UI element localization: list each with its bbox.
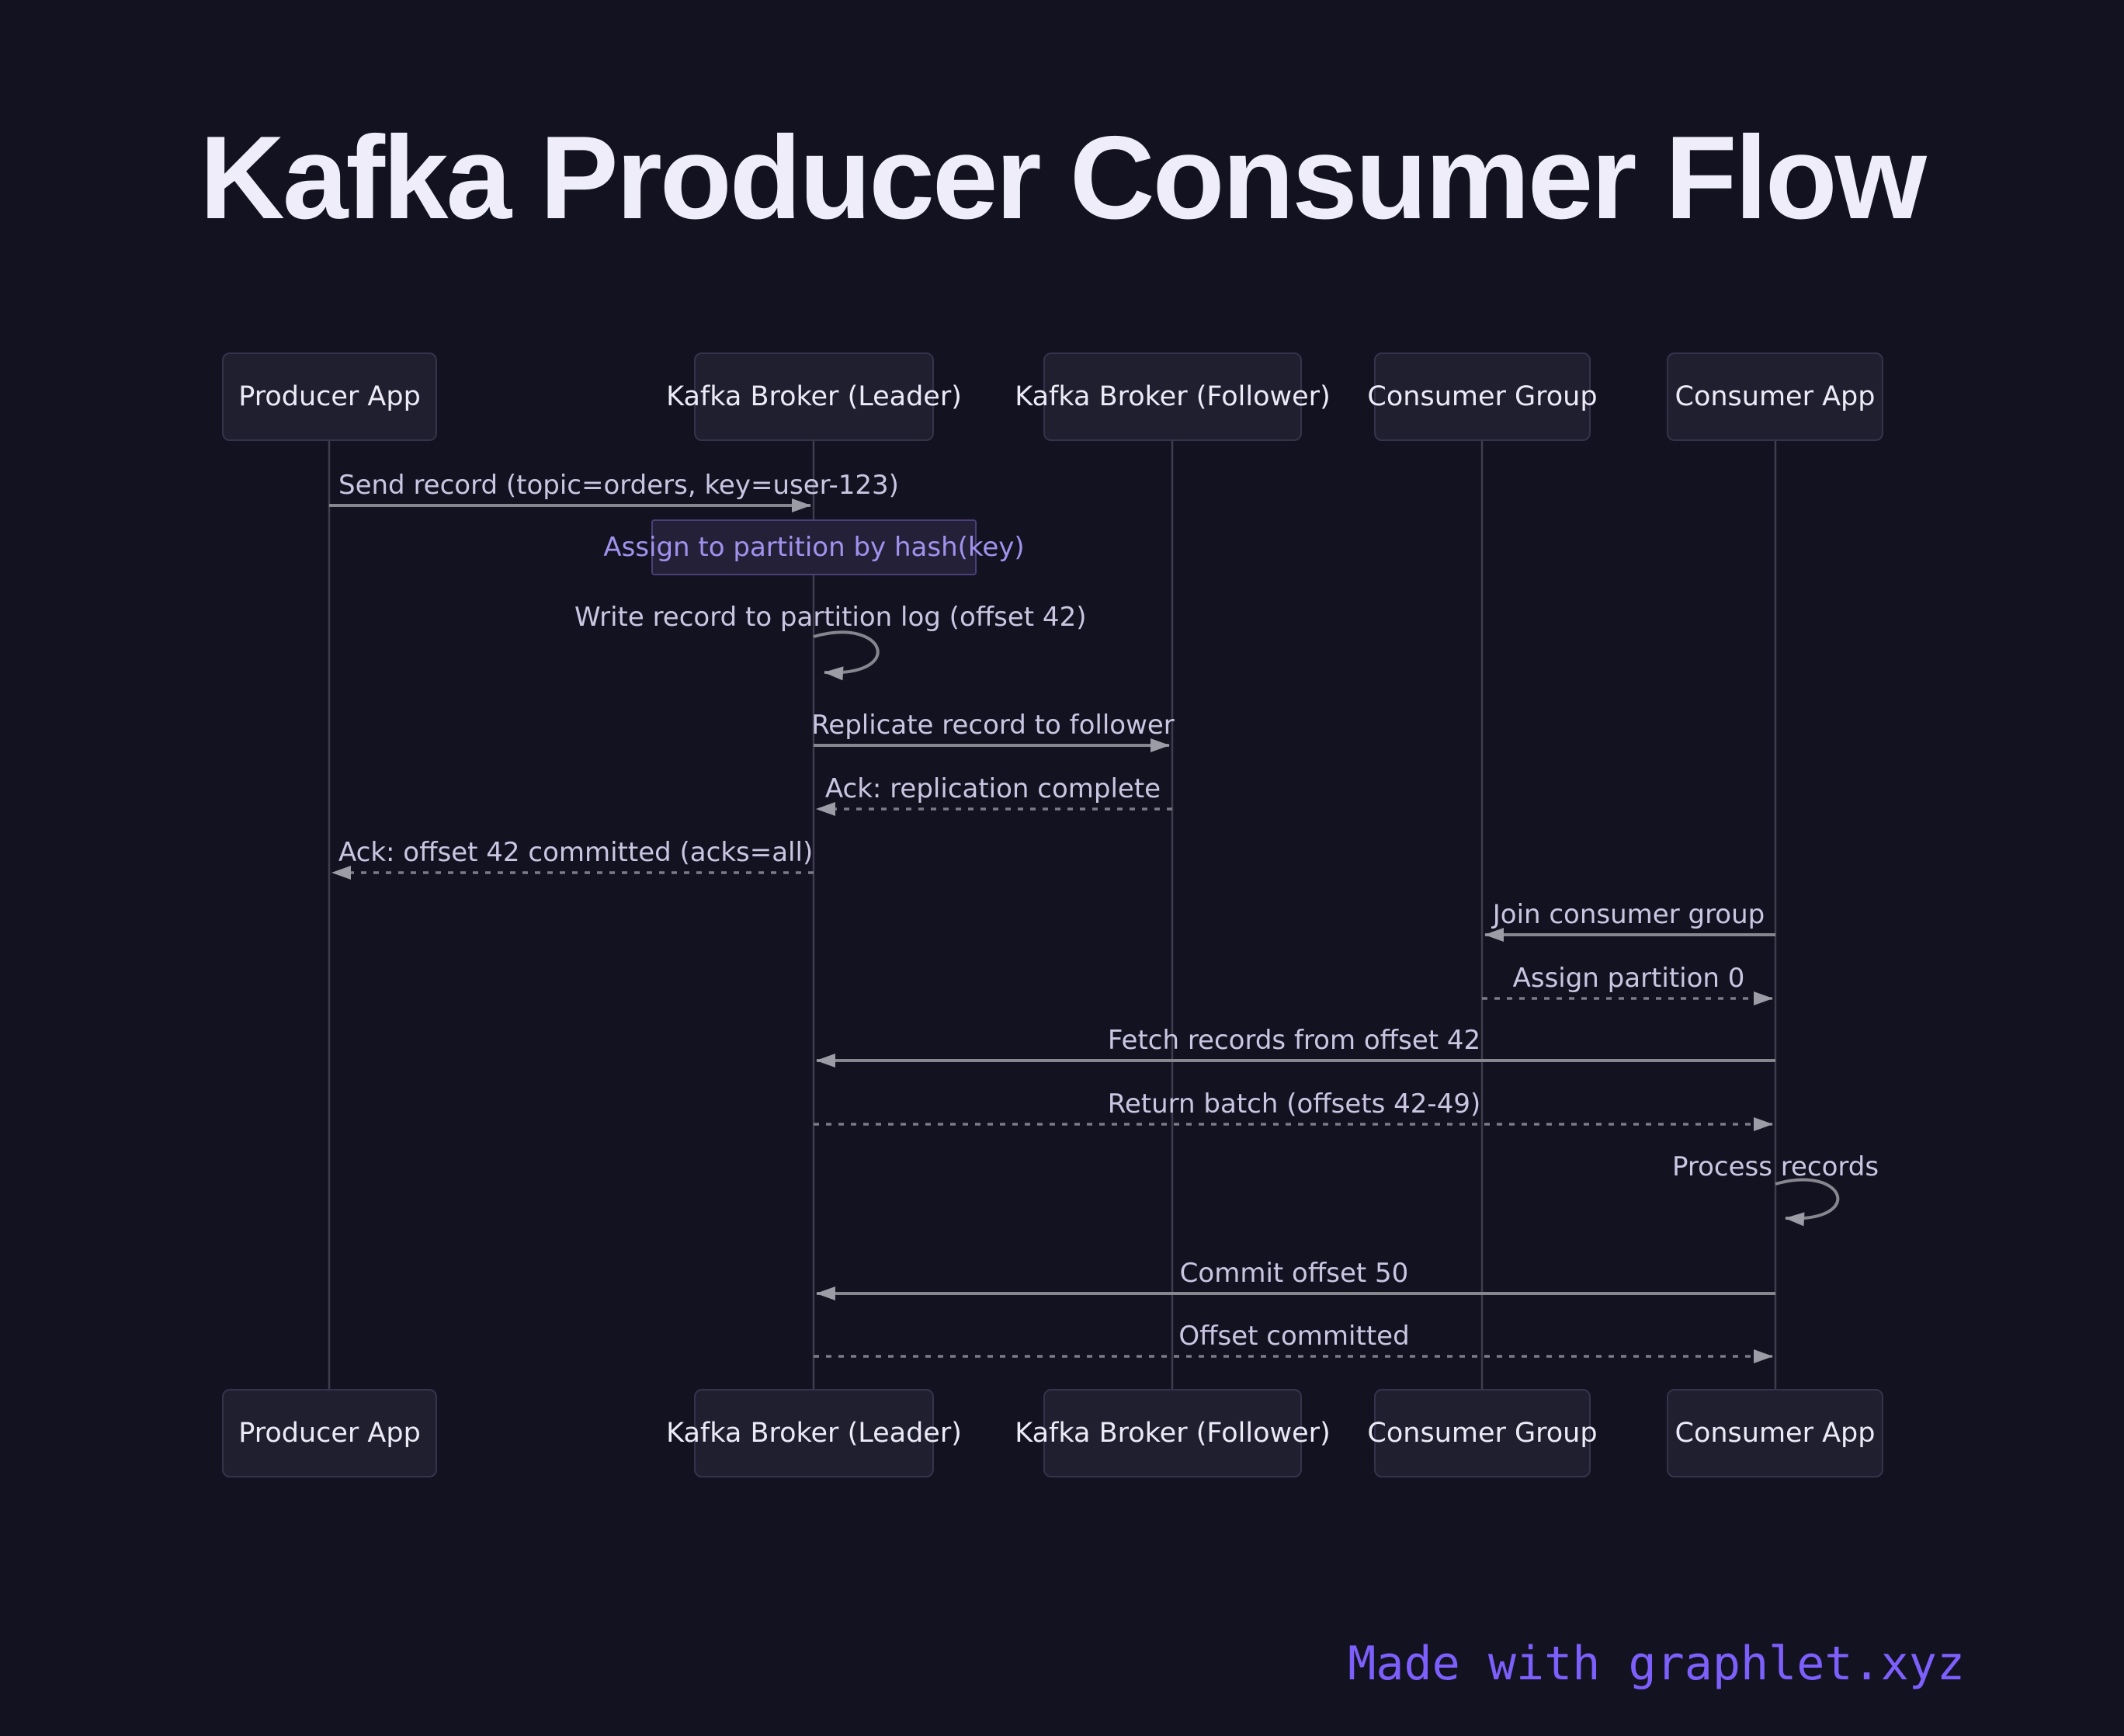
arrow-process-records-self bbox=[1775, 1178, 1840, 1227]
actor-top-kafka-broker-leader: Kafka Broker (Leader) bbox=[666, 352, 962, 441]
message-offset-committed: Offset committed bbox=[1178, 1321, 1410, 1352]
message-ack-offset: Ack: offset 42 committed (acks=all) bbox=[338, 837, 814, 868]
actor-top-consumer-group: Consumer Group bbox=[1367, 352, 1598, 441]
message-assign-partition: Assign partition 0 bbox=[1512, 963, 1745, 994]
message-fetch-records: Fetch records from offset 42 bbox=[1107, 1025, 1481, 1056]
actor-top-consumer-app: Consumer App bbox=[1667, 352, 1883, 441]
message-commit-offset: Commit offset 50 bbox=[1179, 1258, 1409, 1289]
footer-credit: Made with graphlet.xyz bbox=[1348, 1637, 1965, 1691]
message-join-group: Join consumer group bbox=[1492, 899, 1765, 930]
actor-top-producer-app: Producer App bbox=[222, 352, 437, 441]
actor-bottom-kafka-broker-leader: Kafka Broker (Leader) bbox=[666, 1389, 962, 1477]
message-write-record: Write record to partition log (offset 42… bbox=[574, 602, 1087, 633]
message-send-record: Send record (topic=orders, key=user-123) bbox=[338, 470, 899, 501]
actor-bottom-producer-app: Producer App bbox=[222, 1389, 437, 1477]
arrow-write-record-self bbox=[813, 630, 880, 681]
actor-bottom-kafka-broker-follower: Kafka Broker (Follower) bbox=[1015, 1389, 1331, 1477]
actor-top-kafka-broker-follower: Kafka Broker (Follower) bbox=[1015, 352, 1331, 441]
message-return-batch: Return batch (offsets 42-49) bbox=[1107, 1088, 1481, 1120]
actor-bottom-consumer-app: Consumer App bbox=[1667, 1389, 1883, 1477]
message-replicate-record: Replicate record to follower bbox=[811, 710, 1175, 741]
note-assign-partition: Assign to partition by hash(key) bbox=[603, 519, 1025, 575]
diagram-title: Kafka Producer Consumer Flow bbox=[200, 112, 1927, 244]
message-ack-replication: Ack: replication complete bbox=[824, 773, 1161, 804]
actor-bottom-consumer-group: Consumer Group bbox=[1367, 1389, 1598, 1477]
message-process-records: Process records bbox=[1671, 1151, 1879, 1182]
